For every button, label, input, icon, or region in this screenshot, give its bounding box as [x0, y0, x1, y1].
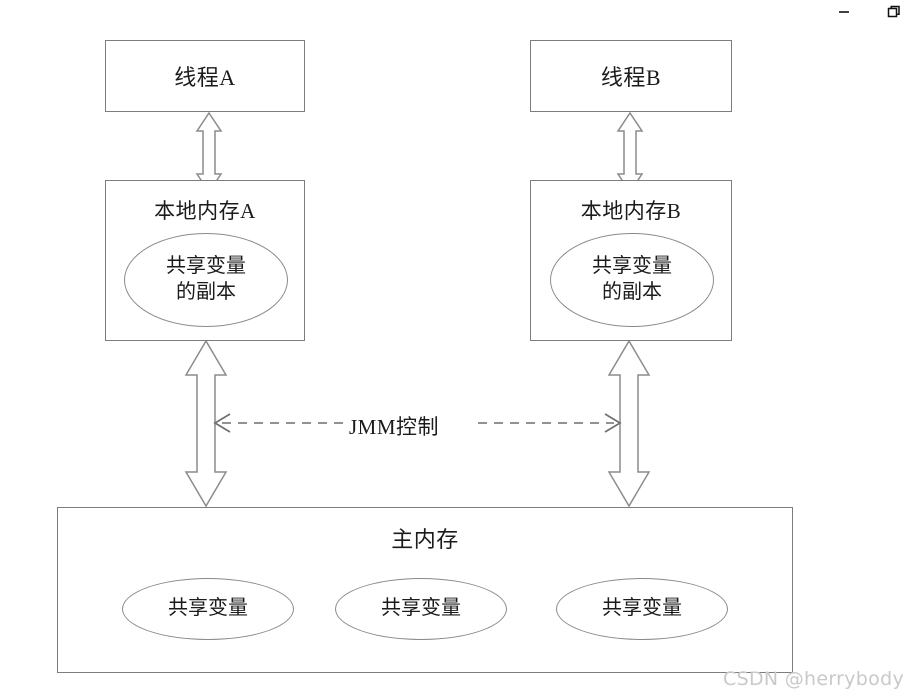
main-memory-box: 主内存 共享变量 共享变量 共享变量 — [57, 507, 793, 673]
thread-a-box: 线程A — [105, 40, 305, 112]
thread-a-label: 线程A — [174, 65, 236, 90]
connector-local-b-main — [607, 339, 651, 508]
local-b-copy-line2: 的副本 — [602, 281, 662, 303]
local-b-copy-line1: 共享变量 — [592, 255, 672, 278]
local-memory-a-box: 本地内存A 共享变量 的副本 — [105, 180, 305, 341]
minimize-icon[interactable] — [836, 4, 852, 20]
main-memory-variable-2-label: 共享变量 — [381, 597, 461, 620]
main-memory-variable-1-label: 共享变量 — [168, 597, 248, 620]
main-memory-variable-3-label: 共享变量 — [602, 597, 682, 620]
restore-icon[interactable] — [886, 4, 902, 20]
local-memory-b-copy-ellipse: 共享变量 的副本 — [550, 233, 714, 327]
jmm-control-label: JMM控制 — [349, 415, 440, 439]
local-memory-a-label: 本地内存A — [154, 199, 256, 223]
thread-b-label: 线程B — [600, 65, 662, 90]
thread-b-box: 线程B — [530, 40, 732, 112]
local-memory-b-label: 本地内存B — [580, 199, 682, 223]
main-memory-variable-1: 共享变量 — [122, 578, 294, 640]
local-a-copy-line2: 的副本 — [176, 281, 236, 303]
local-memory-a-copy-ellipse: 共享变量 的副本 — [124, 233, 288, 327]
watermark: CSDN @herrybody — [723, 668, 904, 690]
main-memory-variable-2: 共享变量 — [335, 578, 507, 640]
connector-local-a-main — [184, 339, 228, 508]
local-a-copy-line1: 共享变量 — [166, 255, 246, 278]
main-memory-variable-3: 共享变量 — [556, 578, 728, 640]
window-controls — [836, 0, 902, 24]
local-memory-b-box: 本地内存B 共享变量 的副本 — [530, 180, 732, 341]
main-memory-label: 主内存 — [391, 527, 459, 552]
